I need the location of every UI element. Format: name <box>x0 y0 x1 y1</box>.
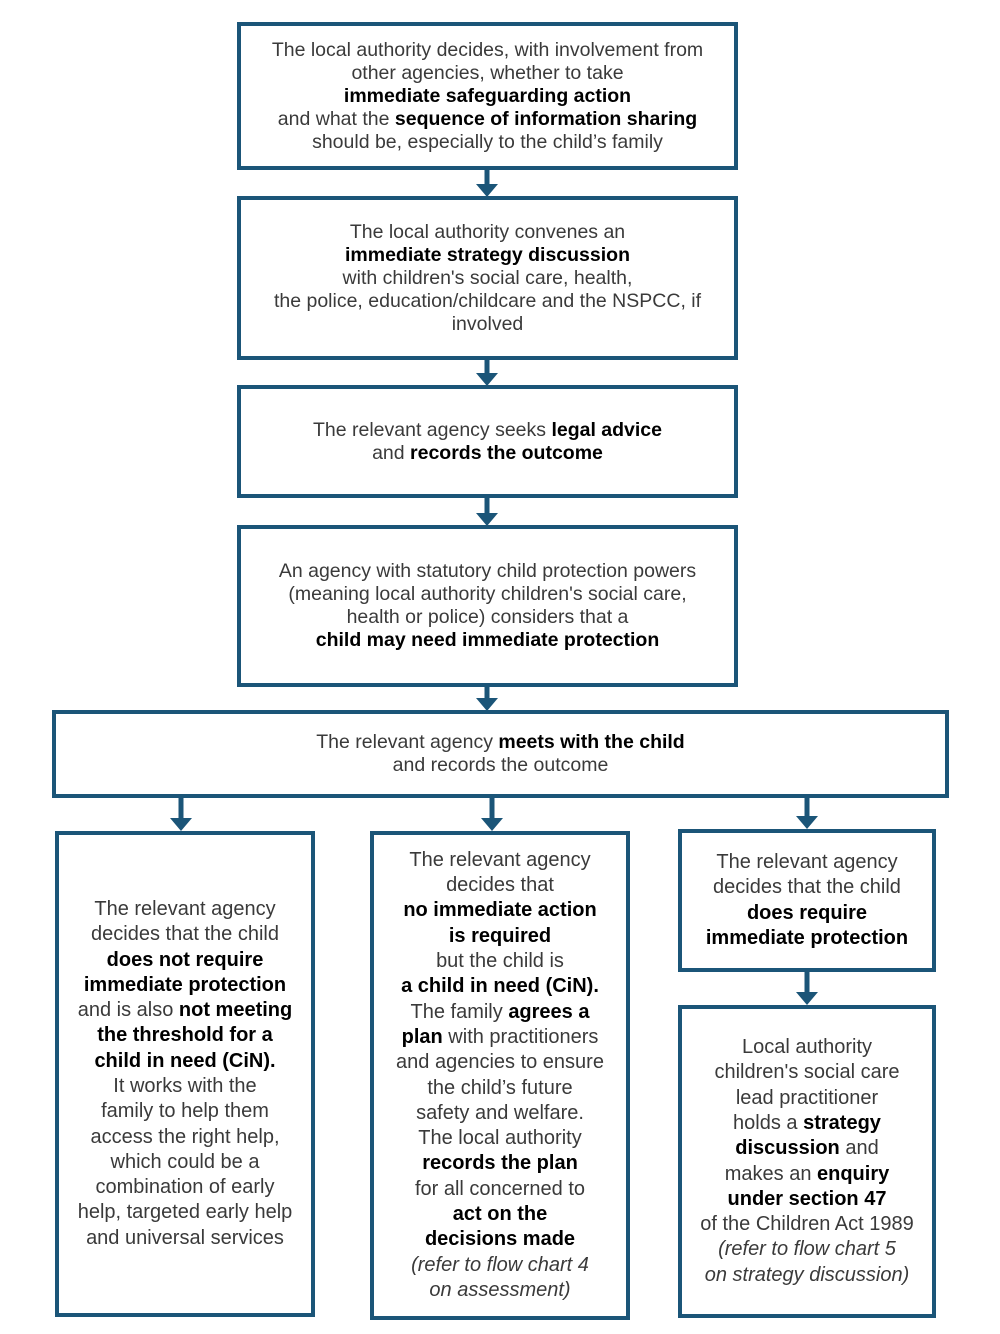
arrow-head <box>476 698 498 711</box>
flowchart-box-section-47-enquiry: Local authority children's social care l… <box>678 1005 936 1318</box>
flowchart-box-statutory-powers: An agency with statutory child protectio… <box>237 525 738 687</box>
down-arrow <box>476 687 498 711</box>
arrow-head <box>476 373 498 386</box>
arrow-head <box>796 992 818 1005</box>
arrow-head <box>476 184 498 197</box>
arrow-stem <box>489 798 495 819</box>
arrow-head <box>481 818 503 831</box>
arrow-stem <box>804 972 810 993</box>
box-text: The local authority decides, with involv… <box>271 38 704 153</box>
box-text: The relevant agency decides that no imme… <box>396 848 604 1301</box>
down-arrow <box>796 972 818 1005</box>
arrow-stem <box>484 687 490 699</box>
box-text: The relevant agency decides that the chi… <box>77 897 293 1249</box>
arrow-stem <box>178 798 184 819</box>
flowchart-box-outcome-no-protection-no-cin: The relevant agency decides that the chi… <box>55 831 315 1317</box>
arrow-stem <box>804 798 810 817</box>
arrow-head <box>170 818 192 831</box>
arrow-stem <box>484 170 490 185</box>
arrow-stem <box>484 498 490 514</box>
arrow-head <box>476 513 498 526</box>
flowchart-box-strategy-discussion: The local authority convenes an immediat… <box>237 196 738 360</box>
down-arrow <box>476 498 498 526</box>
box-text: The relevant agency decides that the chi… <box>705 850 909 949</box>
box-text: Local authority children's social care l… <box>700 1036 914 1286</box>
down-arrow <box>796 798 818 829</box>
arrow-head <box>796 816 818 829</box>
box-text: The relevant agency seeks legal advice a… <box>312 418 663 464</box>
flowchart-box-safeguarding-decision: The local authority decides, with involv… <box>237 22 738 170</box>
flowchart-box-outcome-cin-plan: The relevant agency decides that no imme… <box>370 831 630 1320</box>
flowchart-box-meets-child: The relevant agency meets with the child… <box>52 710 949 798</box>
box-text: The relevant agency meets with the child… <box>316 731 685 776</box>
down-arrow <box>476 360 498 386</box>
arrow-stem <box>484 360 490 374</box>
box-text: An agency with statutory child protectio… <box>278 560 697 651</box>
down-arrow <box>476 170 498 197</box>
box-text: The local authority convenes an immediat… <box>273 220 702 335</box>
flowchart-box-legal-advice: The relevant agency seeks legal advice a… <box>237 385 738 498</box>
down-arrow <box>481 798 503 831</box>
flowchart-box-outcome-requires-protection: The relevant agency decides that the chi… <box>678 829 936 972</box>
down-arrow <box>170 798 192 831</box>
